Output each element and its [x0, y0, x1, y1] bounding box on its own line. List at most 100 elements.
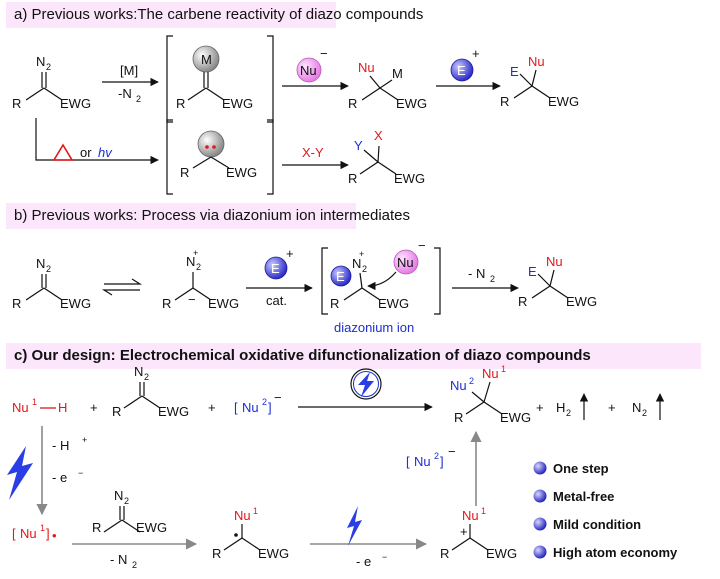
svg-text:R: R — [112, 404, 121, 419]
difunctionalized-product: Nu 2 Nu 1 R EWG — [450, 364, 531, 425]
svg-text:−: − — [448, 444, 456, 459]
svg-text:2: 2 — [566, 408, 571, 418]
svg-text:R: R — [176, 96, 185, 111]
svg-text:N: N — [352, 256, 361, 271]
heading-c: c) Our design: Electrochemical oxidative… — [14, 347, 591, 364]
banner-a — [6, 2, 336, 28]
svg-text:2: 2 — [144, 372, 149, 382]
svg-text:+: + — [536, 400, 544, 415]
svg-text:R: R — [180, 165, 189, 180]
svg-text:cat.: cat. — [266, 293, 287, 308]
diazonium-ylide: N 2 + − R EWG — [162, 248, 239, 311]
svg-text:+: + — [286, 246, 294, 261]
svg-text:2: 2 — [136, 94, 141, 104]
metal-carbene-intermediate: M R EWG — [166, 35, 274, 123]
electrophile-sphere-icon — [450, 58, 474, 82]
svg-text:+: + — [208, 400, 216, 415]
svg-text:+: + — [608, 400, 616, 415]
svg-text:E: E — [528, 264, 537, 279]
feature-metal-free: Metal-free — [553, 489, 614, 504]
svg-text:2: 2 — [434, 451, 439, 461]
svg-text:−: − — [320, 46, 328, 61]
svg-text:X: X — [374, 128, 383, 143]
diazonium-ion-intermediate: E N 2 + R EWG Nu − — [321, 238, 441, 315]
nucleophile-sphere-icon — [296, 57, 322, 83]
svg-text:R: R — [330, 296, 339, 311]
svg-text:Nu: Nu — [20, 526, 37, 541]
svg-text:[: [ — [406, 454, 410, 469]
svg-text:- N: - N — [468, 266, 485, 281]
e-nu-product-a: E Nu R EWG — [500, 54, 579, 109]
electrophile-sphere-icon-b — [264, 256, 288, 280]
svg-text:or: or — [80, 145, 92, 160]
subscript-2: 2 — [46, 62, 51, 72]
feature-mild-condition: Mild condition — [553, 517, 641, 532]
feature-one-step: One step — [553, 461, 609, 476]
diazo-compound-c2: N 2 R EWG — [92, 488, 167, 535]
svg-text:2: 2 — [124, 496, 129, 506]
svg-text:N: N — [186, 254, 195, 269]
n2-label: N — [36, 54, 45, 69]
svg-text:[: [ — [12, 526, 16, 541]
svg-text:H: H — [556, 400, 565, 415]
x-y-product: Y X R EWG — [348, 128, 425, 186]
metal-sphere-icon — [192, 45, 220, 73]
svg-text:[: [ — [234, 400, 238, 415]
svg-text:N: N — [36, 256, 45, 271]
banner-c — [6, 343, 701, 369]
svg-text:2: 2 — [262, 397, 267, 407]
svg-text:Nu: Nu — [546, 254, 563, 269]
svg-text:Nu: Nu — [462, 508, 479, 523]
r-label: R — [12, 96, 21, 111]
svg-text:−: − — [188, 292, 196, 307]
ewg-label: EWG — [60, 96, 91, 111]
svg-text:EWG: EWG — [136, 520, 167, 535]
svg-text:R: R — [348, 171, 357, 186]
svg-text:EWG: EWG — [226, 165, 257, 180]
svg-text:2: 2 — [362, 264, 367, 274]
heading-b: b) Previous works: Process via diazonium… — [14, 207, 410, 224]
svg-text:]: ] — [268, 400, 272, 415]
svg-text:R: R — [500, 94, 509, 109]
svg-text:]: ] — [46, 526, 50, 541]
svg-text:EWG: EWG — [60, 296, 91, 311]
svg-text:EWG: EWG — [566, 294, 597, 309]
svg-text:Nu: Nu — [397, 255, 414, 270]
svg-text:N: N — [134, 364, 143, 379]
free-carbene-intermediate: R EWG — [166, 119, 274, 195]
svg-text:−: − — [418, 238, 426, 253]
nu-m-adduct: Nu M R EWG — [348, 60, 427, 111]
svg-text:R: R — [454, 410, 463, 425]
svg-text:2: 2 — [46, 264, 51, 274]
svg-text:Nu: Nu — [358, 60, 375, 75]
svg-text:]: ] — [440, 454, 444, 469]
svg-text:R: R — [348, 96, 357, 111]
svg-text:- N: - N — [110, 552, 127, 567]
svg-text:R: R — [12, 296, 21, 311]
svg-text:Nu: Nu — [12, 400, 29, 415]
svg-text:R: R — [518, 294, 527, 309]
svg-text:2: 2 — [132, 560, 137, 570]
svg-text:Y: Y — [354, 138, 363, 153]
diazonium-ion-label: diazonium ion — [334, 320, 414, 335]
svg-text:H: H — [58, 400, 67, 415]
svg-text:Nu: Nu — [450, 378, 467, 393]
svg-text:M: M — [392, 66, 403, 81]
svg-text:N: N — [632, 400, 641, 415]
svg-text:Nu: Nu — [414, 454, 431, 469]
svg-text:R: R — [92, 520, 101, 535]
svg-text:hv: hv — [98, 145, 113, 160]
svg-text:EWG: EWG — [486, 546, 517, 561]
svg-text:1: 1 — [253, 506, 258, 516]
svg-text:EWG: EWG — [394, 171, 425, 186]
svg-text:EWG: EWG — [158, 404, 189, 419]
svg-text:EWG: EWG — [258, 546, 289, 561]
feature-list: One step Metal-free Mild condition High … — [533, 461, 678, 560]
svg-text:+: + — [472, 46, 480, 61]
svg-text:- e: - e — [52, 470, 67, 485]
svg-text:Nu: Nu — [482, 366, 499, 381]
svg-text:Nu: Nu — [242, 400, 259, 415]
feature-high-atom-economy: High atom economy — [553, 545, 678, 560]
svg-text:+: + — [359, 249, 364, 259]
